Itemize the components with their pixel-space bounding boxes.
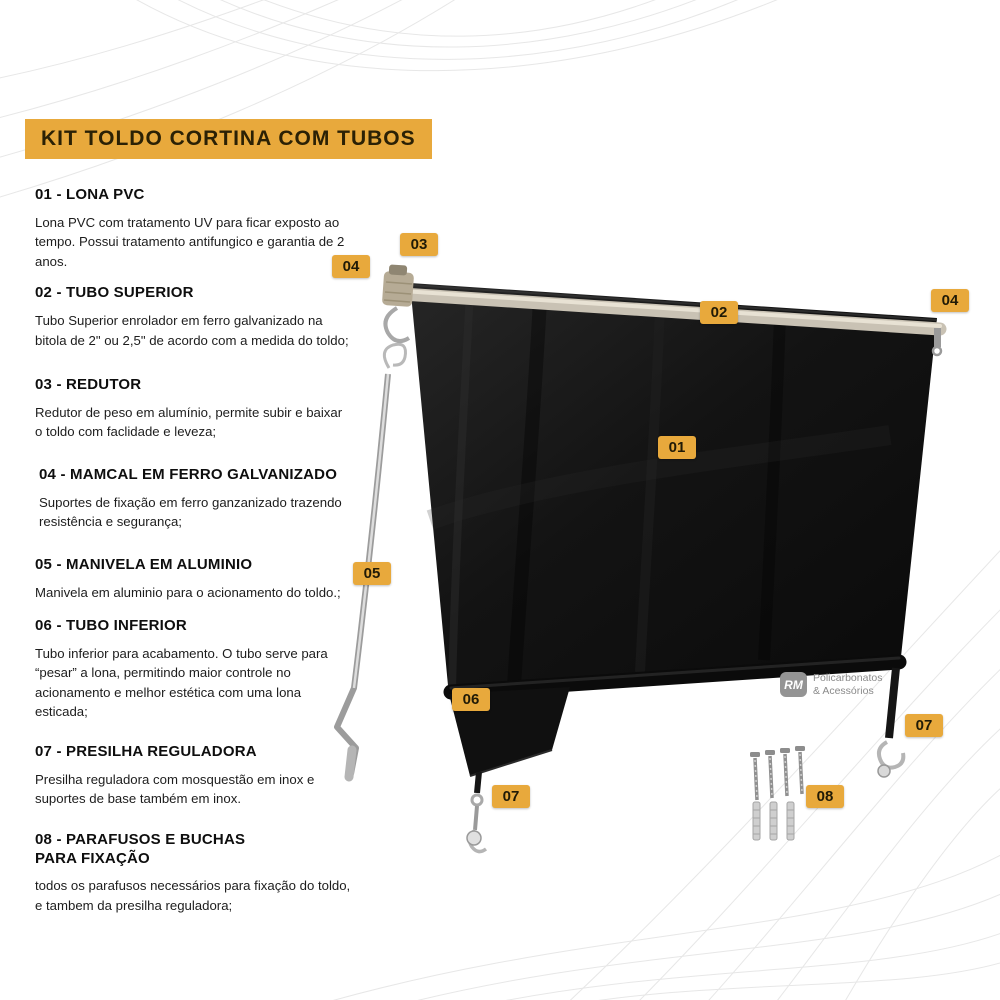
bottom-strap-illustration [466, 771, 488, 854]
section-body: Tubo inferior para acabamento. O tubo se… [35, 645, 328, 720]
callout-badge-02: 02 [700, 301, 738, 324]
section-heading: 04 - MAMCAL EM FERRO GALVANIZADO [39, 465, 338, 483]
section-heading: 06 - TUBO INFERIOR [35, 617, 187, 635]
callout-badge-04-right: 04 [931, 289, 969, 312]
section-body: Tubo Superior enrolador em ferro galvani… [35, 313, 349, 348]
section-body: Manivela em aluminio para o acionamento … [35, 584, 341, 600]
screws-illustration [750, 746, 805, 841]
lona-illustration [409, 283, 938, 696]
callout-badge-04-left: 04 [332, 255, 370, 278]
section-body: Lona PVC com tratamento UV para ficar ex… [35, 214, 345, 269]
section-presilha: 07 - PRESILHA REGULADORA Presilha regula… [35, 743, 353, 809]
section-tubo-inferior: 06 - TUBO INFERIOR Tubo inferior para ac… [35, 617, 353, 722]
brand-name-line1: Policarbonatos [813, 672, 883, 685]
section-manivela: 05 - MANIVELA EM ALUMINIO Manivela em al… [35, 556, 353, 602]
section-heading: 07 - PRESILHA REGULADORA [35, 742, 257, 760]
section-redutor: 03 - REDUTOR Redutor de peso em alumínio… [35, 376, 353, 442]
callout-badge-03: 03 [400, 233, 438, 256]
callout-badge-07-right: 07 [905, 714, 943, 737]
page-title: KIT TOLDO CORTINA COM TUBOS [25, 119, 432, 159]
section-heading: 03 - REDUTOR [35, 376, 142, 394]
section-body: Presilha reguladora com mosquestão em in… [35, 771, 315, 807]
brand-name-line2: & Acessórios [813, 684, 874, 697]
section-tubo-superior: 02 - TUBO SUPERIOR Tubo Superior enrolad… [35, 284, 353, 350]
description-column: 01 - LONA PVC Lona PVC com tratamento UV… [35, 186, 353, 915]
section-heading: 01 - LONA PVC [35, 186, 145, 203]
callout-badge-08: 08 [806, 785, 844, 808]
callout-badge-01: 01 [658, 436, 696, 459]
right-bracket-illustration [931, 328, 943, 357]
crank-handle-illustration [334, 342, 407, 782]
section-lona-pvc: 01 - LONA PVC Lona PVC com tratamento UV… [35, 186, 353, 271]
section-body: todos os parafusos necessários para fixa… [35, 878, 351, 913]
brand-watermark: RM Policarbonatos & Acessórios [780, 672, 882, 697]
section-heading: 02 - TUBO SUPERIOR [35, 284, 194, 302]
reducer-illustration [382, 264, 414, 344]
section-body: Suportes de fixação em ferro ganzanizado… [39, 494, 342, 530]
section-body: Redutor de peso em alumínio, permite sub… [35, 404, 343, 440]
top-tube-illustration [395, 287, 947, 336]
section-mamcal: 04 - MAMCAL EM FERRO GALVANIZADO Suporte… [35, 466, 353, 532]
callout-badge-06: 06 [452, 688, 490, 711]
callout-badge-07-bottom: 07 [492, 785, 530, 808]
brand-logo: RM [780, 672, 807, 697]
callout-badge-05: 05 [353, 562, 391, 585]
section-heading: 08 - PARAFUSOS E BUCHAS PARA FIXAÇÃO [35, 830, 246, 867]
section-parafusos: 08 - PARAFUSOS E BUCHAS PARA FIXAÇÃO tod… [35, 831, 353, 916]
right-strap-illustration [876, 667, 906, 778]
section-heading: 05 - MANIVELA EM ALUMINIO [35, 555, 253, 573]
